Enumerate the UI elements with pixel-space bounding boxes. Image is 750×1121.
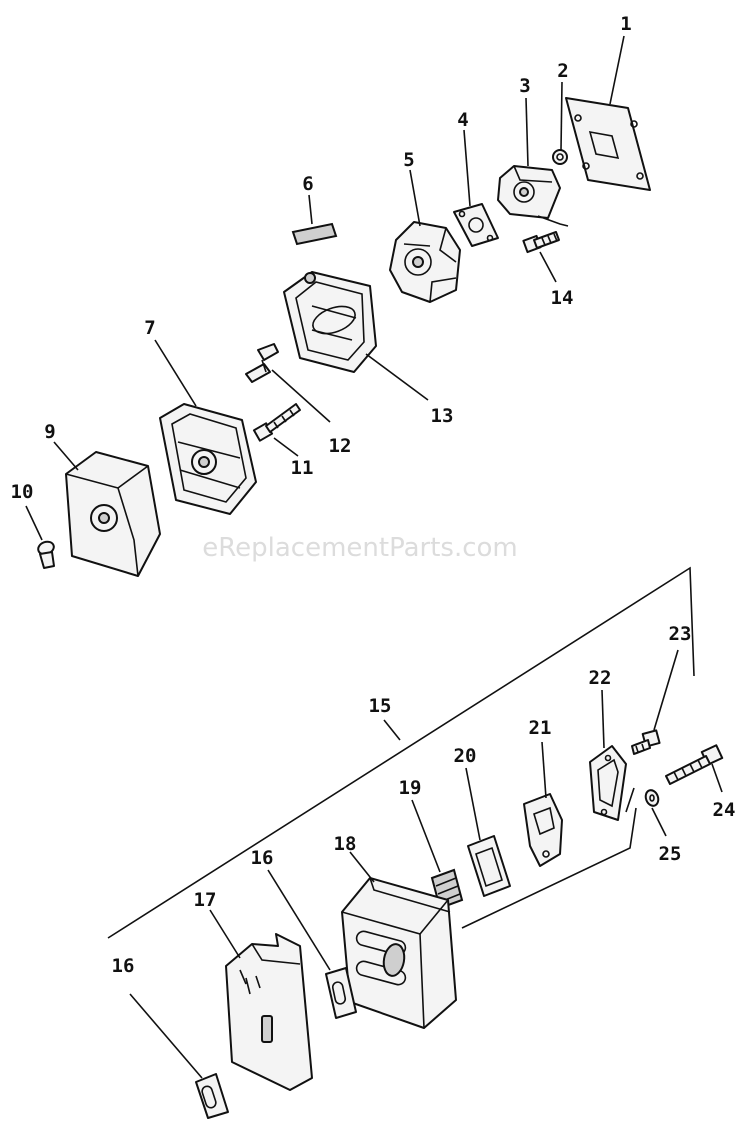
part-12-choke-lever: [245, 343, 279, 383]
leader-16-upper: [267, 869, 331, 971]
callout-4: 4: [457, 109, 468, 131]
leader-23: [653, 649, 679, 731]
leader-7: [154, 339, 197, 407]
part-16-exhaust-gasket-upper: [325, 967, 357, 1019]
leader-16-lower: [129, 993, 203, 1079]
connector-mount-line: [461, 807, 637, 929]
part-24-long-bolt: [665, 744, 724, 785]
part-20-gasket: [467, 835, 511, 897]
watermark-text: eReplacementParts.com: [202, 533, 518, 563]
part-13-air-cleaner-base: [283, 271, 377, 373]
part-14-bolt: [522, 231, 560, 254]
part-1-gasket-plate: [565, 97, 651, 191]
part-21-muffler-gasket: [523, 793, 563, 867]
leader-22: [601, 689, 605, 749]
leader-1: [609, 35, 625, 105]
part-18-muffler-body: [341, 877, 457, 1029]
part-16-gasket-lower: [195, 1073, 229, 1119]
part-22-muffler-plate: [589, 745, 627, 821]
leader-10: [25, 505, 43, 541]
callout-10: 10: [11, 481, 34, 503]
callout-6: 6: [302, 173, 313, 195]
leader-11: [273, 437, 299, 457]
leader-20: [465, 767, 481, 841]
leader-4: [463, 129, 471, 207]
callout-18: 18: [334, 833, 357, 855]
callout-9: 9: [44, 421, 55, 443]
leader-12: [271, 369, 331, 423]
part-25-washer: [644, 789, 660, 807]
leader-5: [409, 169, 421, 227]
part-11-screw: [252, 403, 301, 442]
leader-14: [539, 251, 557, 283]
leader-21: [541, 741, 547, 799]
part-9-air-cleaner-cover: [65, 451, 161, 577]
callout-3: 3: [519, 75, 530, 97]
callout-13: 13: [431, 405, 454, 427]
leader-17: [209, 909, 241, 959]
part-23-bolt: [631, 729, 661, 755]
callout-17: 17: [194, 889, 217, 911]
leader-19: [411, 799, 441, 873]
callout-22: 22: [589, 667, 612, 689]
callout-1: 1: [620, 13, 631, 35]
leader-9: [53, 441, 79, 471]
leader-24: [711, 763, 723, 793]
leader-25: [651, 807, 667, 837]
leader-6: [308, 194, 313, 225]
callout-12: 12: [329, 435, 352, 457]
leader-3: [525, 97, 529, 167]
part-5-carburetor: [389, 221, 461, 303]
part-17-exhaust-cover: [225, 933, 313, 1091]
callout-11: 11: [291, 457, 314, 479]
leader-15: [383, 719, 401, 741]
callout-5: 5: [403, 149, 414, 171]
callout-23: 23: [669, 623, 692, 645]
callout-15: 15: [369, 695, 392, 717]
leader-18: [349, 851, 375, 883]
callout-21: 21: [529, 717, 552, 739]
part-7-air-filter-element: [159, 403, 257, 515]
part-2-nut: [552, 149, 568, 165]
callout-20: 20: [454, 745, 477, 767]
callout-2: 2: [557, 60, 568, 82]
callout-14: 14: [551, 287, 574, 309]
callout-25: 25: [659, 843, 682, 865]
part-6-filter-pad: [291, 222, 338, 246]
leader-15-assembly-line: [107, 566, 695, 939]
part-4-carburetor-gasket: [453, 203, 499, 247]
part-10-cover-knob: [37, 540, 55, 569]
leader-22-bolt: [625, 787, 635, 813]
leader-13: [365, 353, 429, 401]
callout-7: 7: [144, 317, 155, 339]
callout-19: 19: [399, 777, 422, 799]
callout-16-upper: 16: [251, 847, 274, 869]
part-3-intake-adaptor: [497, 165, 569, 227]
callout-24: 24: [713, 799, 736, 821]
leader-2: [560, 81, 563, 151]
callout-16-lower: 16: [112, 955, 135, 977]
